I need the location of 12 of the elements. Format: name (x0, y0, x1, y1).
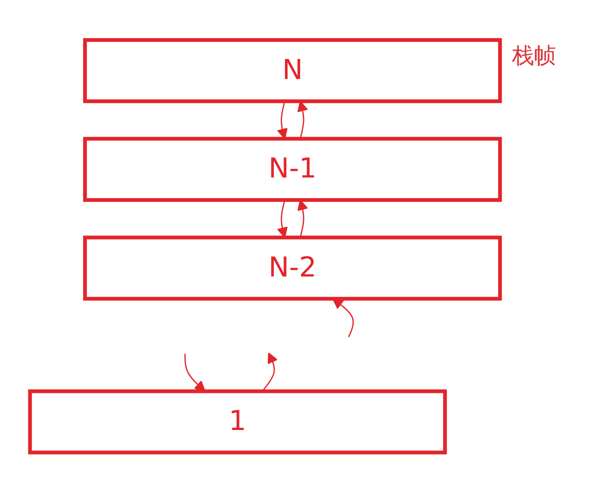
arrow (262, 352, 278, 392)
arrow (276, 100, 288, 139)
arrow (276, 200, 288, 238)
arrow (297, 199, 308, 238)
frame-caption: 栈帧 (512, 44, 556, 70)
arrow (332, 298, 354, 338)
frame-box: N-1 (83, 136, 502, 202)
frame-box: 1 (28, 389, 447, 454)
arrow (184, 354, 206, 392)
frame-box: N (83, 38, 502, 103)
arrow (297, 100, 308, 139)
frame-box: N-2 (83, 235, 502, 300)
